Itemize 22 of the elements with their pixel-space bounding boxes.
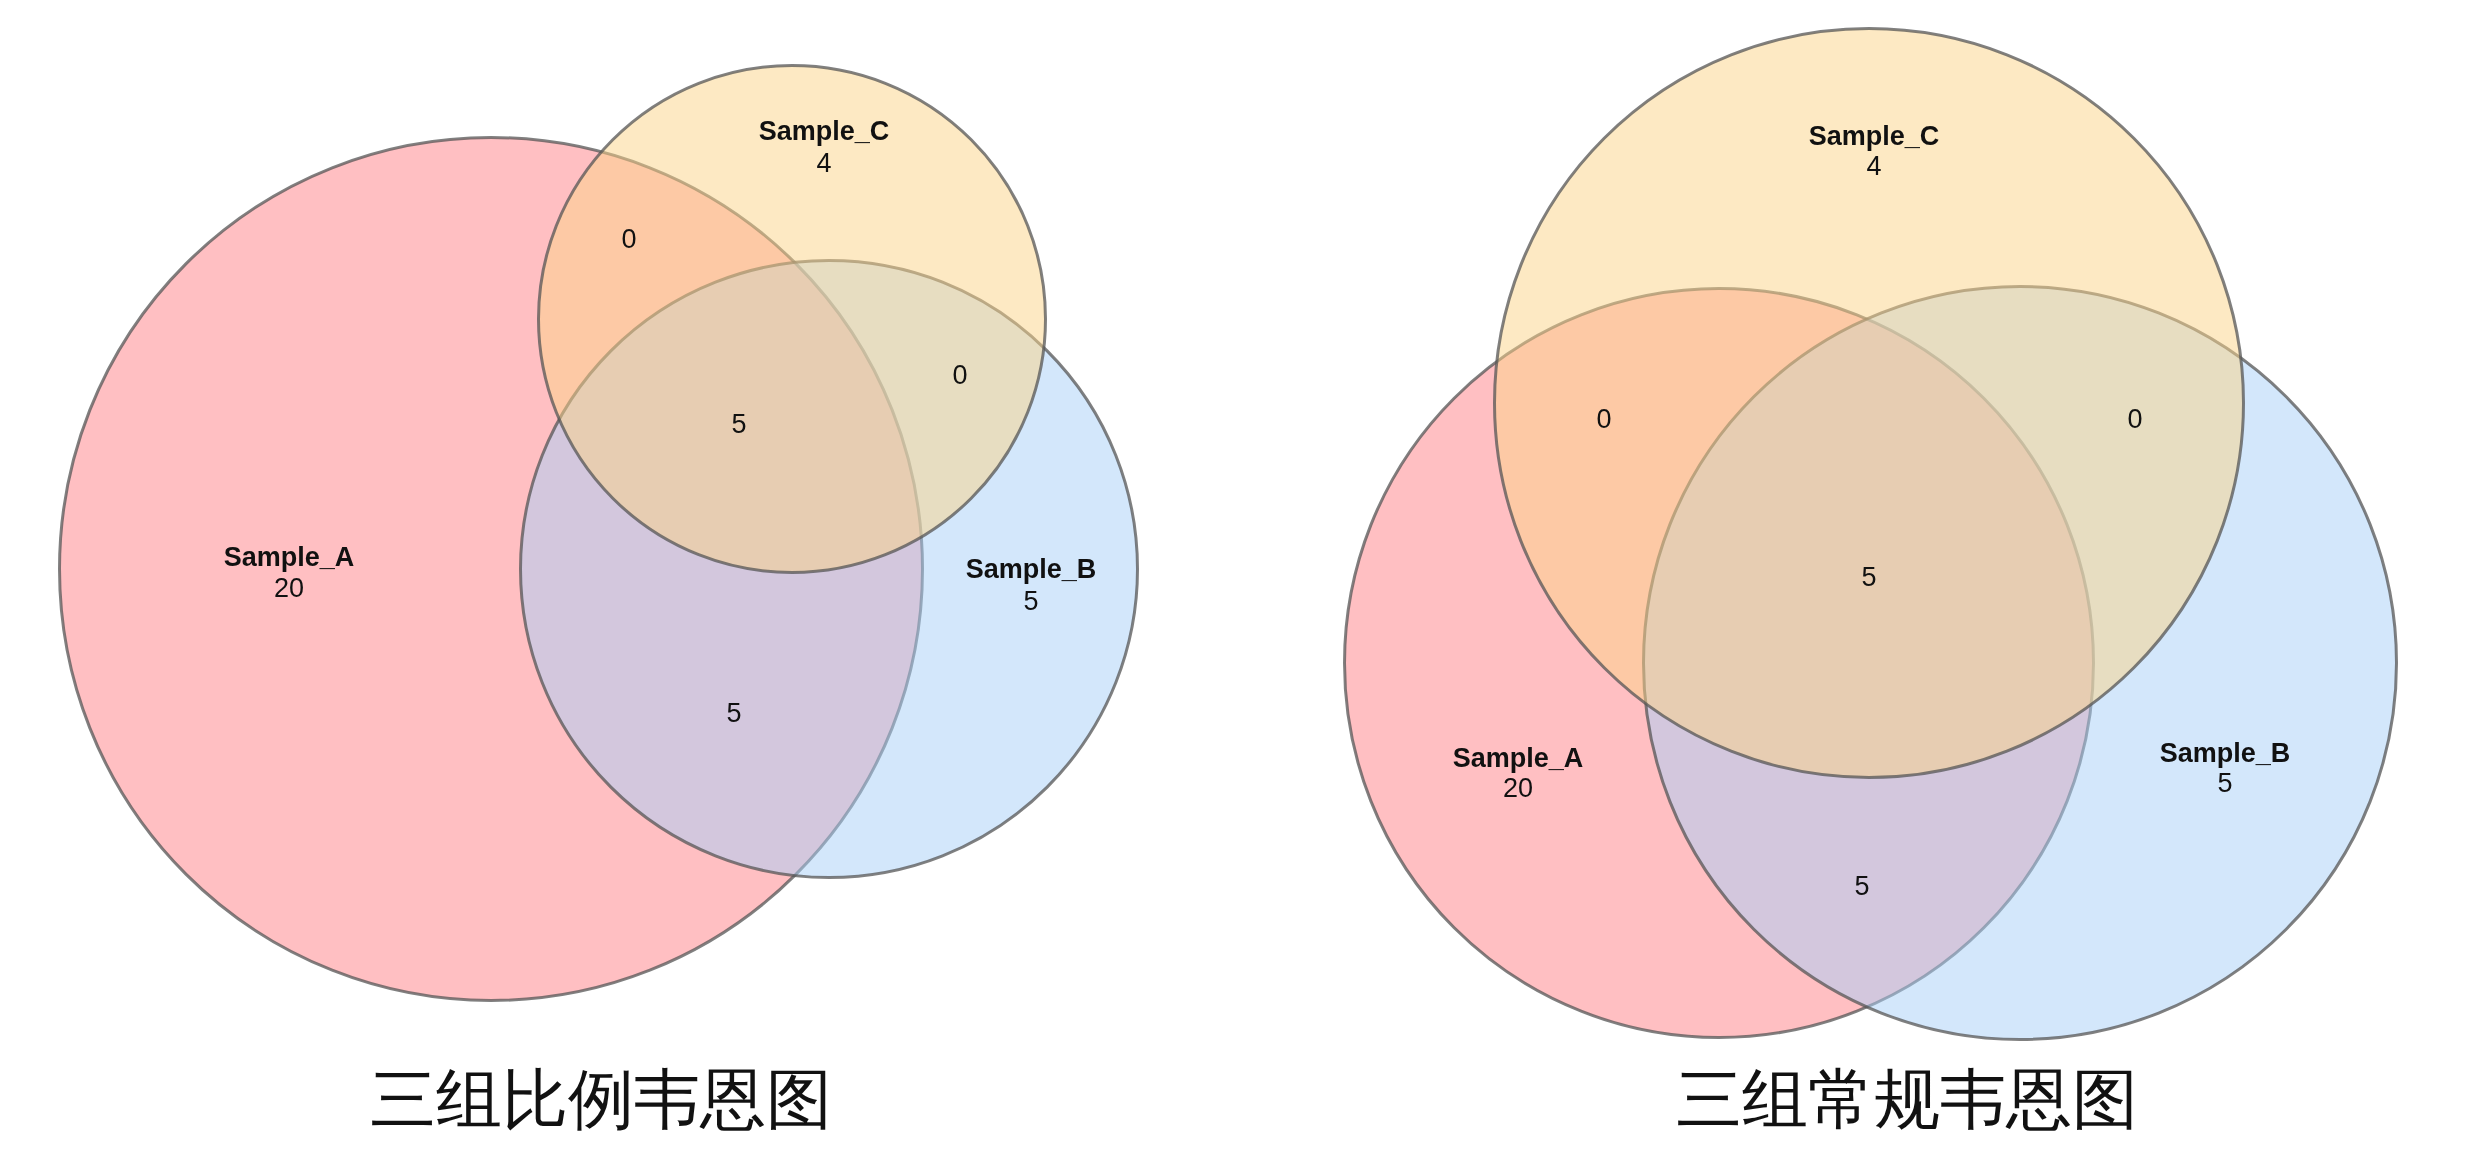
region-count: 5 (731, 410, 747, 438)
set-count: 5 (1023, 587, 1039, 615)
set-name: Sample_B (965, 555, 1097, 583)
region-count: 5 (1854, 872, 1870, 900)
region-count: 0 (2127, 405, 2143, 433)
diagram-heading: 三组常规韦恩图 (1676, 1067, 2138, 1133)
region-count: 0 (1596, 405, 1612, 433)
region-count: 5 (1861, 563, 1877, 591)
set-name: Sample_C (1808, 122, 1940, 150)
set-count: 20 (1503, 774, 1533, 802)
set-count: 20 (274, 574, 304, 602)
set-count: 4 (816, 149, 832, 177)
set-name: Sample_B (2159, 739, 2291, 767)
diagram-heading: 三组比例韦恩图 (370, 1067, 832, 1133)
region-count: 5 (726, 699, 742, 727)
region-count: 0 (952, 361, 968, 389)
region-count: 0 (621, 225, 637, 253)
set-name: Sample_A (1452, 744, 1584, 772)
set-count: 4 (1866, 152, 1882, 180)
set-name: Sample_C (758, 117, 890, 145)
set-name: Sample_A (223, 543, 355, 571)
set-count: 5 (2217, 769, 2233, 797)
